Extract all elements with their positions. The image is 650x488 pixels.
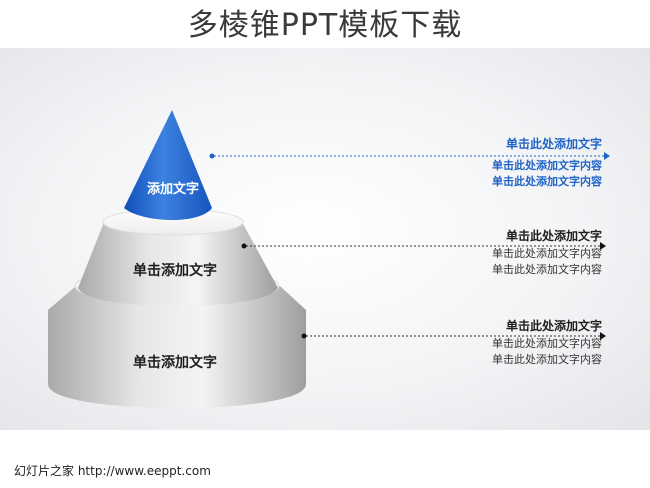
footer-watermark: 幻灯片之家 http://www.eeppt.com (14, 464, 211, 478)
level-1-line-2: 单击此处添加文字内容 (492, 175, 602, 188)
level-1-heading: 单击此处添加文字 (505, 137, 602, 151)
level-3-line-2: 单击此处添加文字内容 (492, 353, 602, 366)
level-2-line-2: 单击此处添加文字内容 (492, 263, 602, 276)
level-1-line-1: 单击此处添加文字内容 (492, 159, 602, 172)
level-2-heading: 单击此处添加文字 (505, 229, 602, 243)
leader-lines (209, 152, 610, 340)
level-3-label: 单击添加文字 (133, 355, 217, 371)
pyramid-diagram (48, 110, 610, 408)
level-2-text-group: 单击此处添加文字 单击此处添加文字内容 单击此处添加文字内容 (492, 228, 602, 278)
level-1-text-group: 单击此处添加文字 单击此处添加文字内容 单击此处添加文字内容 (492, 136, 602, 190)
level-1-label: 添加文字 (146, 182, 199, 197)
level-2-label: 单击添加文字 (133, 263, 217, 279)
level-2-line-1: 单击此处添加文字内容 (492, 247, 602, 260)
level-3-text-group: 单击此处添加文字 单击此处添加文字内容 单击此处添加文字内容 (492, 318, 602, 368)
pyramid-level-1 (124, 110, 212, 220)
level-3-heading: 单击此处添加文字 (505, 319, 602, 333)
diagram-canvas: 添加文字 单击添加文字 单击添加文字 单击此处添加文字 单击此处添加文字内容 单… (0, 48, 650, 430)
page-title: 多棱锥PPT模板下载 (187, 8, 463, 43)
pyramid-level-2 (78, 208, 278, 306)
level-3-line-1: 单击此处添加文字内容 (492, 337, 602, 350)
